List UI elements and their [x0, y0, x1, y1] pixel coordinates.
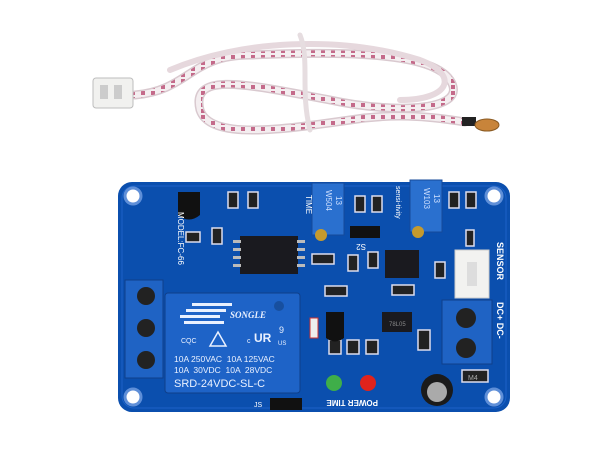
relay-cert-mark: 9 [279, 325, 284, 335]
voltage-regulator [382, 312, 412, 332]
cable-connector [92, 77, 134, 109]
regulator-label: 78L05 [389, 322, 406, 328]
relay-rating-1: 10A 250VAC 10A 125VAC [174, 354, 275, 364]
relay-terminal-block[interactable] [124, 279, 164, 379]
js-jumper[interactable] [270, 398, 302, 410]
jumper-s2[interactable] [350, 226, 380, 238]
diode-label: M4 [468, 375, 478, 382]
relay-brand: SONGLE [230, 310, 266, 320]
sensor-cable [130, 32, 470, 135]
relay-ul-mark: UR [254, 331, 272, 345]
power-led [326, 375, 342, 391]
relay-model: SRD-24VDC-SL-C [174, 378, 265, 390]
relay-cert-c: c [247, 338, 251, 345]
pot2-label: W103 [422, 188, 431, 209]
sensitivity-label: sensi-tivity [394, 186, 401, 219]
pot1-code: 13 [334, 196, 343, 205]
sensor-connector[interactable] [454, 249, 490, 299]
transistor-2 [326, 312, 344, 342]
sensor-label: SENSOR [495, 242, 505, 281]
time-led [360, 375, 376, 391]
power-terminal-block[interactable] [441, 299, 493, 365]
time-potentiometer: W504 13 [311, 182, 345, 241]
relay-cqc-mark: CQC [181, 338, 197, 345]
pot1-label: W504 [324, 190, 333, 211]
time-label: TIME [304, 195, 313, 214]
led-label: POWER TIME [326, 398, 378, 407]
model-label: MODEL:FC-66 [176, 212, 185, 265]
smd-components [185, 191, 489, 383]
relay: SONGLE CQC c UR 9 US 10A 250VAC 10A 125V… [164, 292, 301, 394]
electrolytic-capacitor [421, 374, 453, 406]
power-label: DC+ DC- [495, 302, 505, 339]
ic-chip [233, 236, 419, 278]
pot2-code: 13 [432, 194, 441, 203]
relay-rating-2: 10A 30VDC 10A 28VDC [174, 365, 272, 375]
diode [309, 317, 319, 339]
js-label: JS [254, 402, 263, 409]
mounting-holes [123, 186, 504, 407]
photoresistor-sensor [462, 117, 500, 132]
relay-cert-us: US [278, 341, 286, 347]
sensitivity-potentiometer: W103 13 [409, 179, 443, 238]
jumper-label: S2 [356, 242, 366, 251]
transistor [178, 192, 200, 220]
